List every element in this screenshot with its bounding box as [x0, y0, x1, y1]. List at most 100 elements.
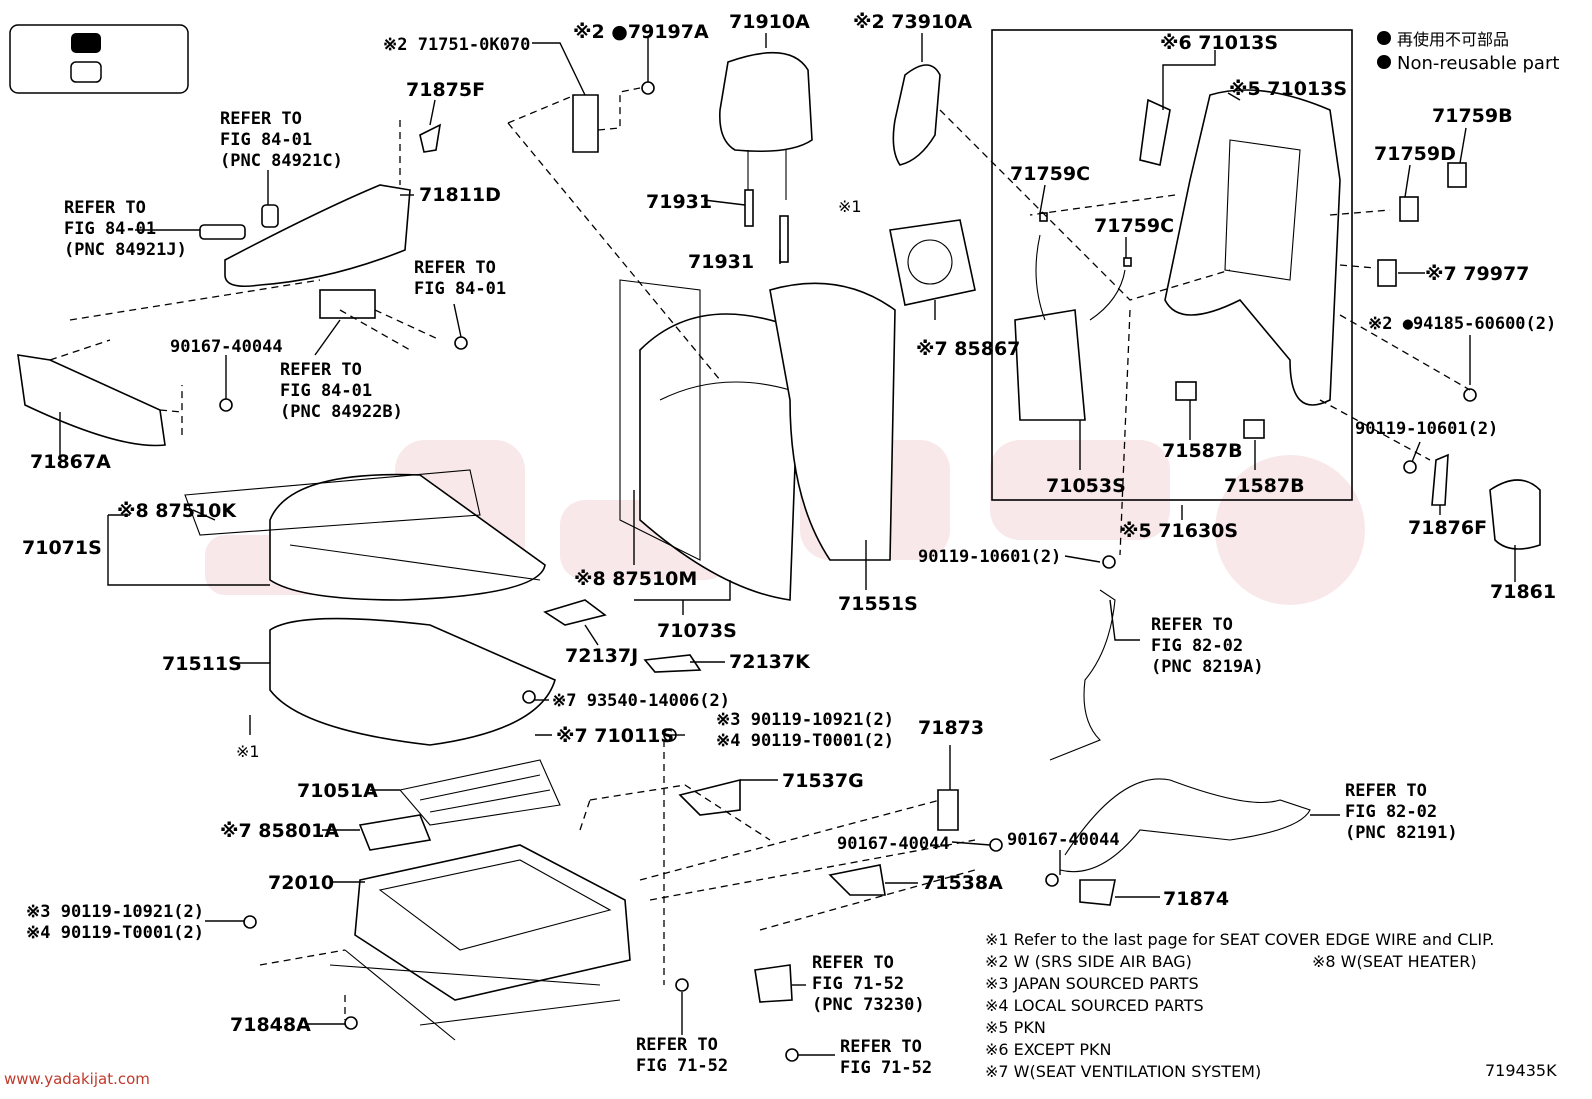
- label-71587B-2: 71587B: [1224, 475, 1305, 497]
- fan-shape: [889, 219, 976, 306]
- svg-text:(PNC 82191): (PNC 82191): [1345, 823, 1458, 843]
- cover-71874: [1079, 879, 1116, 906]
- label-71931-a: 71931: [646, 191, 712, 213]
- label-90167-40044-b: 90167-40044: [837, 834, 950, 854]
- label-71931-b: 71931: [688, 251, 754, 273]
- label-87510K: ※8 87510K: [117, 500, 237, 522]
- switch-knob-2: [261, 204, 279, 228]
- label-71867A: 71867A: [30, 451, 111, 473]
- refer-block-82191: REFER TO FIG 82-02 (PNC 82191): [1345, 781, 1458, 843]
- note-5: ※5 PKN: [985, 1018, 1046, 1037]
- note-6: ※6 EXCEPT PKN: [985, 1040, 1111, 1059]
- bracket-71873: [937, 789, 959, 831]
- label-71051A: 71051A: [297, 780, 378, 802]
- svg-text:FIG 84-01: FIG 84-01: [64, 219, 156, 239]
- svg-text:REFER TO: REFER TO: [220, 109, 302, 129]
- figure-code: 719435K: [1485, 1061, 1557, 1080]
- label-90119-T0001-a: ※4 90119-T0001(2): [716, 731, 894, 751]
- svg-text:REFER TO: REFER TO: [636, 1035, 718, 1055]
- refer-block-84921J: REFER TO FIG 84-01 (PNC 84921J): [64, 198, 187, 260]
- side-shield: [224, 184, 411, 288]
- label-73910A: ※2 73910A: [853, 11, 972, 33]
- wire-harness: [1059, 778, 1311, 873]
- note-8: ※8 W(SEAT HEATER): [1312, 952, 1477, 971]
- switch-block: [319, 289, 376, 319]
- svg-text:FIG 82-02: FIG 82-02: [1151, 636, 1243, 656]
- cover-71861: [1489, 479, 1541, 550]
- seat-adjuster-frame: [354, 844, 631, 1001]
- label-71511S: 71511S: [162, 653, 242, 675]
- label-90167-40044-a: 90167-40044: [170, 337, 283, 357]
- label-793540-14006: ※7 93540-14006(2): [552, 691, 730, 711]
- blower-shape: [358, 814, 432, 851]
- svg-text:REFER TO: REFER TO: [64, 198, 146, 218]
- label-71910A: 71910A: [729, 11, 810, 33]
- label-71537G: 71537G: [782, 770, 864, 792]
- note-1: ※1 Refer to the last page for SEAT COVER…: [985, 930, 1494, 949]
- seatback-frame-box: [991, 29, 1353, 501]
- label-71538A: 71538A: [922, 872, 1003, 894]
- view-selector: [9, 24, 189, 94]
- label-71013S-6: ※6 71013S: [1160, 32, 1278, 54]
- headrest-shape: [718, 51, 813, 153]
- lumbar-support-shape: [1014, 309, 1086, 421]
- seatback-heater: [619, 279, 701, 561]
- motor-shape: [1139, 98, 1171, 166]
- note-4: ※4 LOCAL SOURCED PARTS: [985, 996, 1204, 1015]
- label-71874: 71874: [1163, 888, 1229, 910]
- cushion-pad: [269, 617, 556, 746]
- legend-jp: 再使用不可部品: [1397, 30, 1509, 49]
- label-71811D: 71811D: [419, 184, 501, 206]
- label-90119-10601-a: 90119-10601(2): [1355, 419, 1498, 439]
- label-71861: 71861: [1490, 581, 1556, 603]
- lower-shield-panel: [17, 354, 166, 447]
- label-90119-10601-b: 90119-10601(2): [918, 547, 1061, 567]
- label-71073S: 71073S: [657, 620, 737, 642]
- white-swatch: [70, 61, 102, 83]
- airbag-wire: [1049, 589, 1116, 761]
- label-71551S: 71551S: [838, 593, 918, 615]
- leader-lines: [59, 33, 1516, 1056]
- label-94185-60600: ※2 ●94185-60600(2): [1368, 314, 1556, 334]
- svg-text:REFER TO: REFER TO: [840, 1037, 922, 1057]
- label-71071S: 71071S: [22, 537, 102, 559]
- label-71876F: 71876F: [1408, 517, 1487, 539]
- label-79977: ※7 79977: [1425, 263, 1529, 285]
- cushion-cover: [269, 473, 546, 601]
- refer-block-84-01: REFER TO FIG 84-01: [414, 258, 506, 299]
- label-71751-0K070: ※2 71751-0K070: [383, 35, 530, 55]
- bolt-icons: [219, 81, 1477, 1062]
- label-71848A: 71848A: [230, 1014, 311, 1036]
- legend-en: Non-reusable part: [1397, 53, 1559, 74]
- black-swatch: [71, 33, 101, 53]
- label-79197A: ※2 ●79197A: [573, 21, 709, 43]
- label-71587B-1: 71587B: [1162, 440, 1243, 462]
- label-note1-b: ※1: [236, 742, 260, 761]
- cover-72137J: [543, 599, 607, 626]
- svg-text:FIG 84-01: FIG 84-01: [280, 381, 372, 401]
- svg-text:FIG 71-52: FIG 71-52: [812, 974, 904, 994]
- label-71759C-1: 71759C: [1010, 163, 1090, 185]
- svg-text:(PNC 84922B): (PNC 84922B): [280, 402, 403, 422]
- label-71011S: ※7 71011S: [556, 725, 674, 747]
- label-note1-a: ※1: [838, 197, 862, 216]
- non-reusable-dot: [1377, 31, 1391, 45]
- trim-71876F: [1431, 453, 1449, 506]
- buckle-shape: [754, 964, 793, 1003]
- trim-71875F: [419, 123, 442, 153]
- svg-text:(PNC 84921J): (PNC 84921J): [64, 240, 187, 260]
- note-7: ※7 W(SEAT VENTILATION SYSTEM): [985, 1062, 1261, 1081]
- label-71759C-2: 71759C: [1094, 215, 1174, 237]
- svg-text:REFER TO: REFER TO: [414, 258, 496, 278]
- label-90119-10921-b: ※3 90119-10921(2): [26, 902, 204, 922]
- refer-block-8219A: REFER TO FIG 82-02 (PNC 8219A): [1151, 615, 1264, 677]
- label-71873: 71873: [918, 717, 984, 739]
- cushion-spring: [398, 759, 561, 826]
- cover-72137K: [643, 654, 702, 673]
- svg-text:FIG 84-01: FIG 84-01: [414, 279, 506, 299]
- bracket-71537G: [678, 778, 741, 816]
- svg-text:FIG 84-01: FIG 84-01: [220, 130, 312, 150]
- bracket-71751: [572, 94, 599, 153]
- note-2: ※2 W (SRS SIDE AIR BAG): [985, 952, 1192, 971]
